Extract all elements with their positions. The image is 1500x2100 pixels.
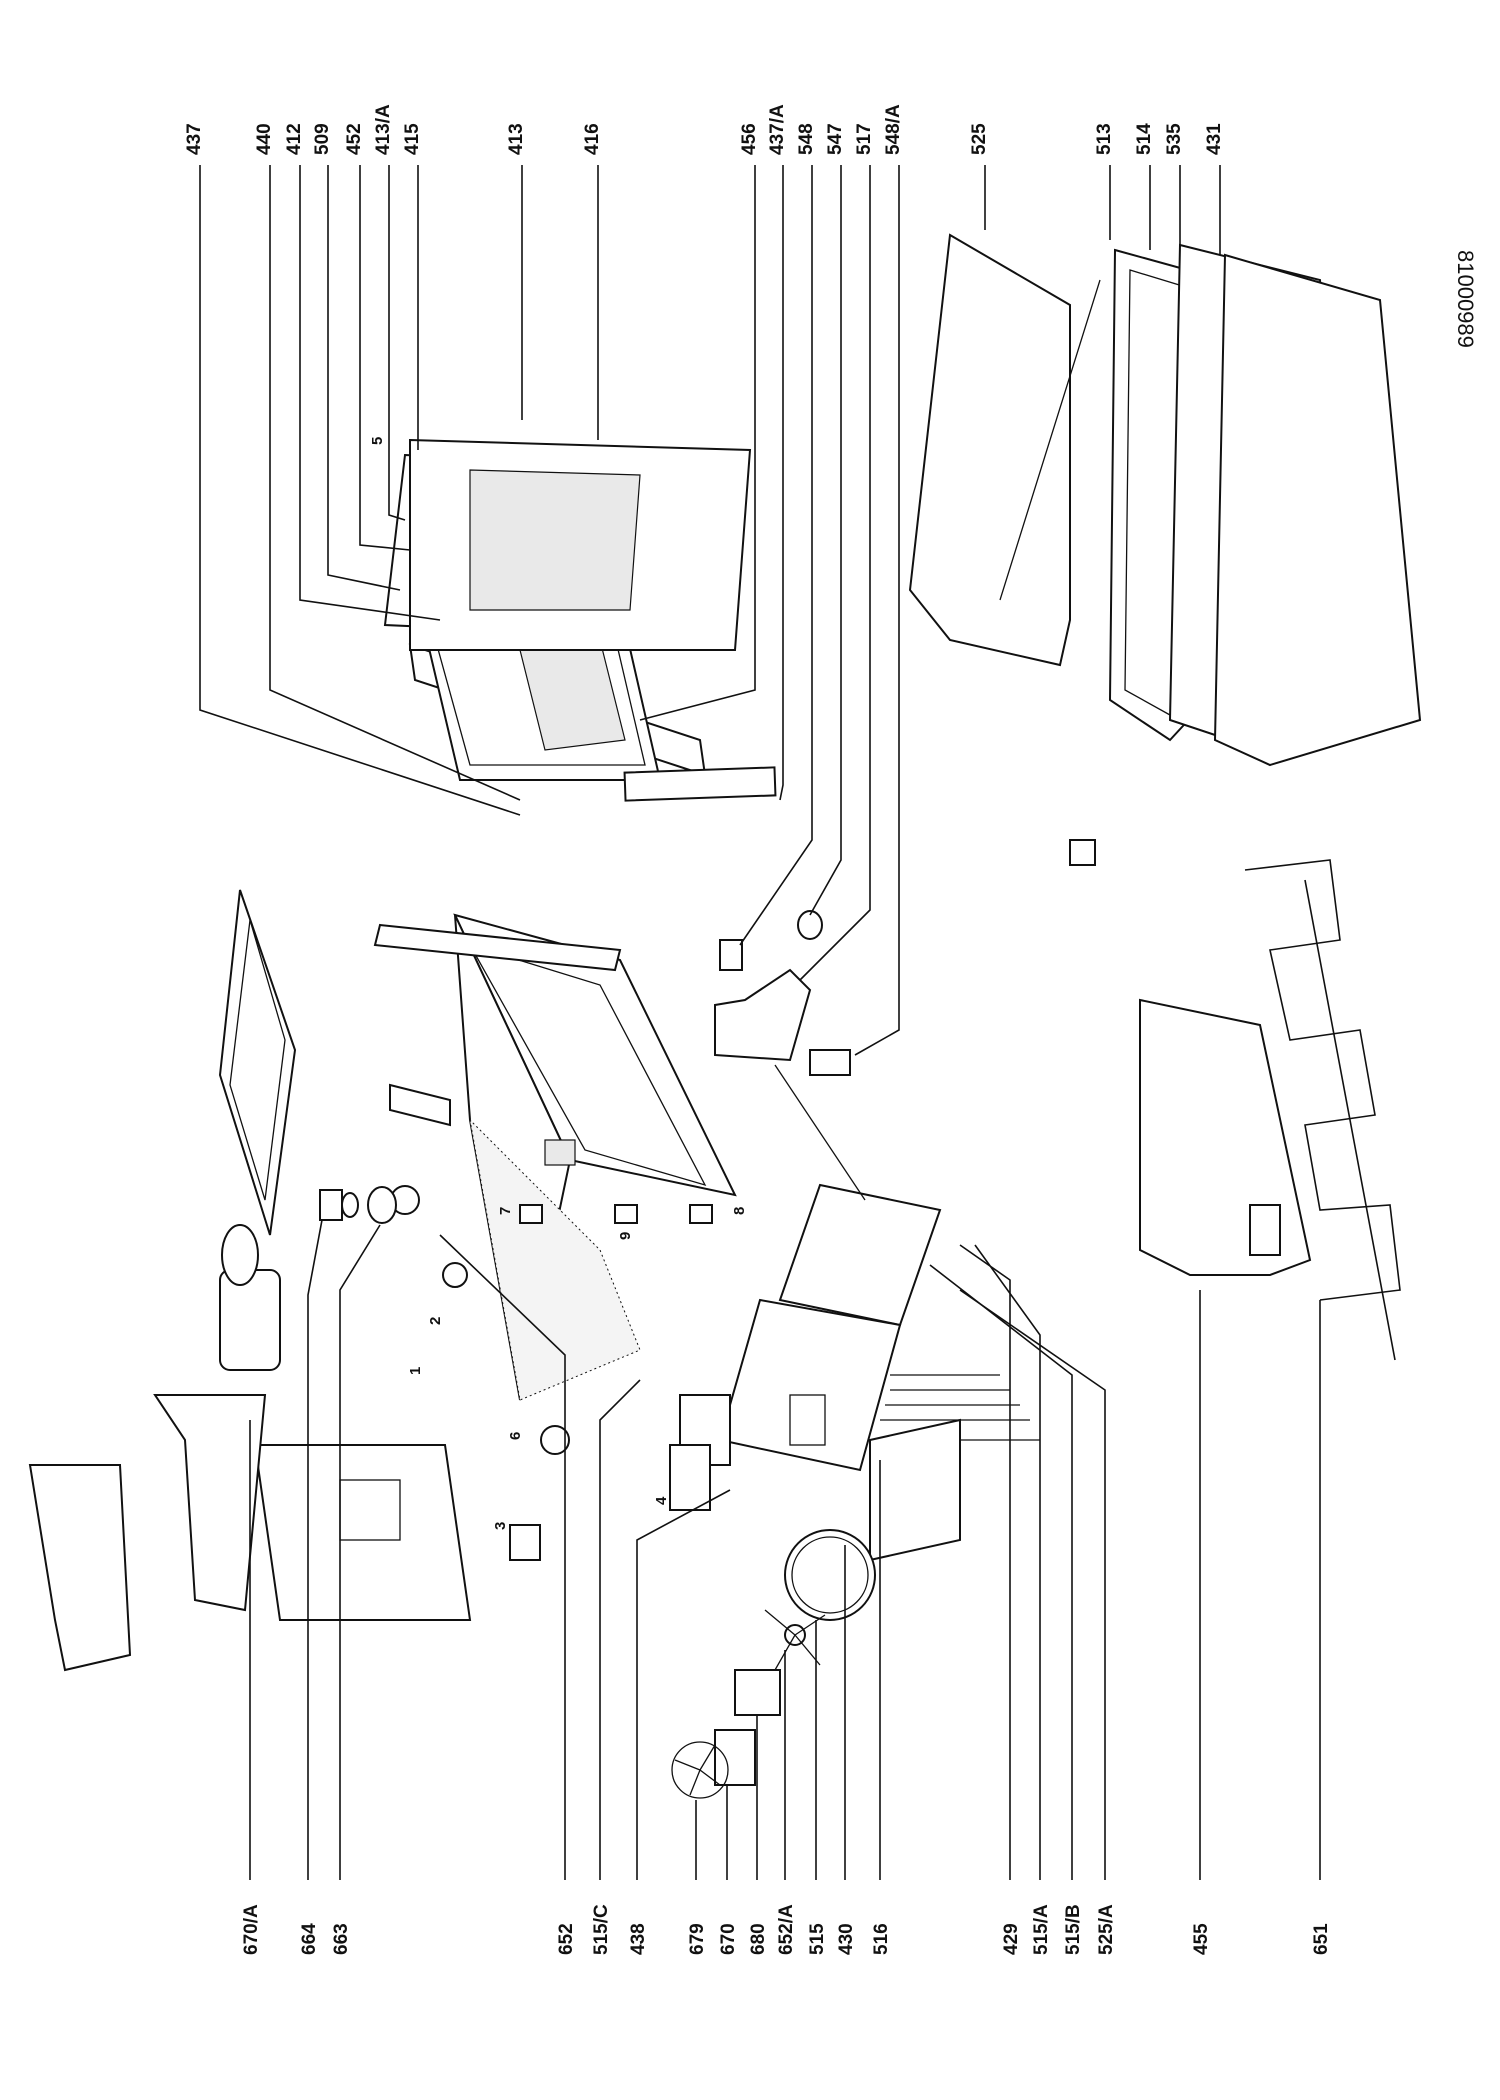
inline-label-6: 6: [507, 1432, 524, 1440]
callout-437: 437: [184, 123, 205, 155]
side-runners: [869, 1374, 1040, 1562]
callout-548-a: 548/A: [883, 104, 904, 155]
inline-label-3: 3: [492, 1522, 509, 1530]
grill-element: [1244, 859, 1401, 1301]
control-cover: [28, 1464, 132, 1672]
part-shapes: [28, 233, 1422, 1799]
motor-unit: [219, 1269, 281, 1371]
callout-455: 455: [1191, 1923, 1212, 1955]
fan-element-ring: [784, 1529, 876, 1621]
callout-452: 452: [344, 123, 365, 155]
callout-429: 429: [1001, 1923, 1022, 1955]
callout-509: 509: [312, 123, 333, 155]
door-assembly: [383, 438, 777, 802]
callout-413-a: 413/A: [373, 104, 394, 155]
callout-514: 514: [1134, 123, 1155, 155]
inline-labels: 5 1 2 3 4 6 7 8 9: [369, 437, 748, 1530]
inline-label-9: 9: [617, 1232, 634, 1240]
inline-label-8: 8: [731, 1207, 748, 1215]
control-housing: [153, 1394, 267, 1612]
callout-525-a: 525/A: [1096, 1904, 1117, 1955]
callout-670-a: 670/A: [241, 1904, 262, 1955]
inline-label-7: 7: [497, 1207, 514, 1215]
leader-lines: [199, 165, 1321, 1880]
fan-blade: [764, 1609, 826, 1671]
callout-652: 652: [556, 1923, 577, 1955]
callout-515-b: 515/B: [1063, 1904, 1084, 1955]
callout-515-a: 515/A: [1031, 1904, 1052, 1955]
callout-663: 663: [331, 1923, 352, 1955]
callout-670: 670: [718, 1923, 739, 1955]
side-panel: [253, 1444, 472, 1621]
callout-535: 535: [1164, 123, 1185, 155]
callout-652-a: 652/A: [776, 1904, 797, 1955]
callout-456: 456: [739, 123, 760, 155]
document-id: 81000989: [1453, 250, 1478, 348]
callout-413: 413: [506, 123, 527, 155]
callout-437-a: 437/A: [767, 104, 788, 155]
callout-431: 431: [1204, 123, 1225, 155]
callout-labels-bottom: 670/A 664 663 652 515/C 438 679 670 680 …: [241, 1904, 1332, 1955]
callout-679: 679: [687, 1923, 708, 1955]
fan-motor: [671, 1729, 756, 1799]
callout-labels-top: 437 440 412 509 452 413/A 415 413 416 45…: [184, 104, 1225, 155]
callout-416: 416: [582, 123, 603, 155]
baking-tray: [1139, 998, 1312, 1276]
inline-label-4: 4: [653, 1496, 670, 1505]
callout-438: 438: [628, 1923, 649, 1955]
callout-547: 547: [825, 123, 846, 155]
top-cover-panel: [218, 889, 297, 1236]
cavity-frame-strip: [389, 1083, 451, 1127]
callout-430: 430: [836, 1923, 857, 1955]
callout-517: 517: [854, 123, 875, 155]
callout-515-c: 515/C: [591, 1904, 612, 1955]
callout-415: 415: [402, 123, 423, 155]
callout-515: 515: [807, 1923, 828, 1955]
callout-440: 440: [254, 123, 275, 155]
connector-strip: [669, 1444, 711, 1511]
fan-plate: [734, 1669, 781, 1716]
tray-stack: [908, 233, 1422, 767]
callout-664: 664: [299, 1923, 320, 1955]
callout-513: 513: [1094, 123, 1115, 155]
callout-525: 525: [969, 123, 990, 155]
callout-680: 680: [748, 1923, 769, 1955]
callout-412: 412: [284, 123, 305, 155]
lamp-parts: [319, 1186, 397, 1224]
rear-plate: [778, 1183, 942, 1327]
inline-label-5: 5: [369, 437, 386, 445]
inline-label-2: 2: [427, 1317, 444, 1325]
callout-516: 516: [871, 1923, 892, 1955]
inline-label-1: 1: [407, 1367, 424, 1375]
callout-651: 651: [1311, 1923, 1332, 1955]
callout-548: 548: [796, 123, 817, 155]
hinge-bracket: [719, 939, 743, 971]
